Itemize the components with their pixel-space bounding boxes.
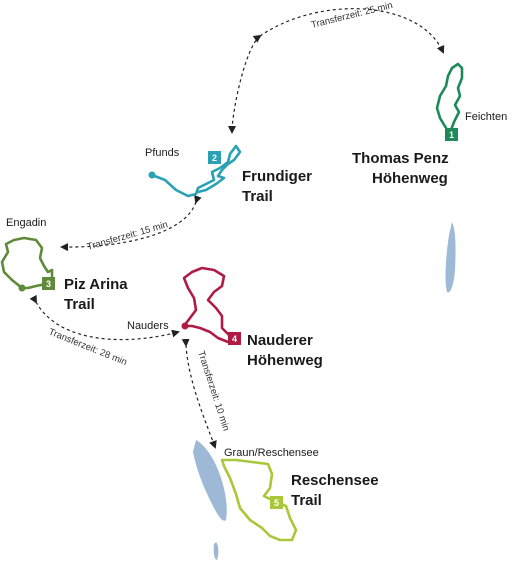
- badge-2: [208, 151, 221, 164]
- transfer-label-1: Transferzeit: 25 min: [310, 0, 394, 31]
- trail-2-name-line1: Frundiger: [242, 168, 312, 185]
- badge-2-number: 2: [212, 153, 217, 163]
- badge-3-number: 3: [46, 279, 51, 289]
- lake-small: [213, 542, 219, 560]
- trail-5-name-line2: Trail: [291, 492, 322, 509]
- route-1: [435, 62, 464, 139]
- route-4-start: [181, 322, 189, 330]
- badge-1-number: 1: [449, 130, 454, 140]
- badge-1: [445, 128, 458, 141]
- trail-1-name-line2: Höhenweg: [372, 170, 448, 187]
- badge-5: [270, 496, 283, 509]
- trail-2-name-line2: Trail: [242, 188, 273, 205]
- route-3-start: [18, 284, 26, 292]
- place-engadin: Engadin: [6, 217, 46, 229]
- badge-4: [228, 332, 241, 345]
- transfer-label-2: Transferzeit: 15 min: [86, 219, 169, 253]
- route-2: [150, 144, 242, 198]
- transfer-line-1b: [228, 35, 261, 134]
- place-pfunds: Pfunds: [145, 147, 180, 159]
- trail-3-name-line1: Piz Arina: [64, 276, 128, 293]
- trail-5-name-line1: Reschensee: [291, 472, 379, 489]
- transfer-line-3: [29, 294, 180, 341]
- badge-4-number: 4: [232, 334, 237, 344]
- transfer-line-4: [181, 338, 217, 449]
- transfer-line-2: [60, 195, 202, 252]
- transfer-label-4: Transferzeit: 10 min: [195, 350, 231, 433]
- trail-4-name-line2: Höhenweg: [247, 352, 323, 369]
- route-5: [220, 458, 298, 542]
- trail-3-name-line2: Trail: [64, 296, 95, 313]
- place-nauders: Nauders: [127, 320, 169, 332]
- transfer-label-3: Transferzeit: 28 min: [47, 327, 129, 369]
- route-4: [182, 266, 238, 344]
- lake-right: [445, 222, 456, 293]
- lake-reschensee: [193, 440, 227, 521]
- trail-1-name-line1: Thomas Penz: [352, 150, 449, 167]
- trail-4-name-line1: Nauderer: [247, 332, 313, 349]
- route-2-start: [148, 171, 156, 179]
- transfer-line-1: [252, 8, 445, 54]
- place-feichten: Feichten: [465, 111, 507, 123]
- place-graun: Graun/Reschensee: [224, 447, 319, 459]
- badge-5-number: 5: [274, 498, 279, 508]
- badge-3: [42, 277, 55, 290]
